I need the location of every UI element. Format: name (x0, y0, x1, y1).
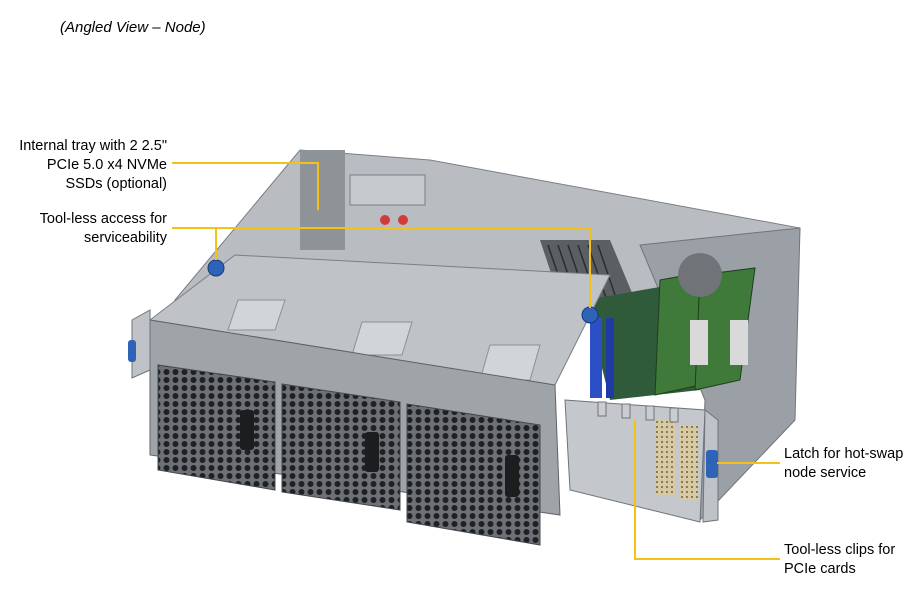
ssd-tray-bracket (300, 150, 345, 250)
dimm-slot (590, 318, 602, 398)
callout-toolless-access: Tool-less access for serviceability (39, 211, 167, 246)
latch-blue (706, 450, 718, 478)
fan-1 (157, 364, 276, 491)
thumbscrew-left (207, 259, 225, 277)
fan-3 (406, 403, 541, 546)
red-marker (380, 215, 390, 225)
callout-internal-tray: Internal tray with 2 2.5" PCIe 5.0 x4 NV… (19, 138, 167, 192)
fan-2 (281, 383, 401, 511)
red-marker (398, 215, 408, 225)
pcie-bracket (680, 425, 698, 500)
fan-small (678, 253, 722, 297)
thumbscrew-right (581, 306, 599, 324)
callout-pcie-clips: Tool-less clips for PCIe cards (784, 542, 896, 577)
figure-caption: (Angled View – Node) (60, 19, 206, 36)
callout-lines (172, 162, 780, 560)
callout-latch: Latch for hot-swap node service (784, 446, 904, 481)
pcie-bracket (655, 420, 675, 495)
dimm-slot (606, 318, 614, 398)
